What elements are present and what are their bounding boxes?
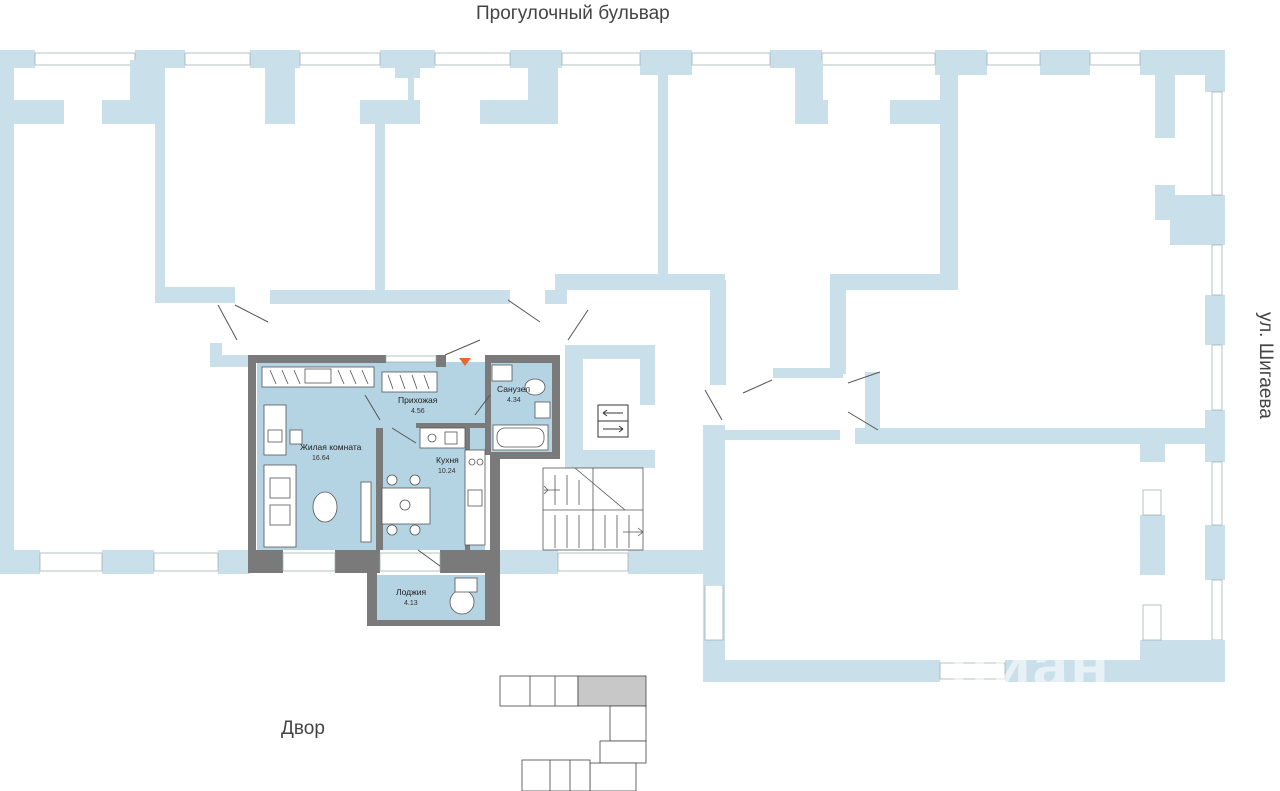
building-walls — [0, 50, 1225, 682]
common-doors — [217, 299, 881, 431]
yard-label: Двор — [281, 718, 325, 739]
room-area-bath: 4.34 — [507, 397, 521, 404]
furniture — [263, 364, 551, 615]
apartment-walls — [248, 355, 560, 626]
watermark-logo: циан — [950, 629, 1111, 701]
room-area-loggia: 4.13 — [404, 600, 418, 607]
street-label-top: Прогулочный бульвар — [476, 3, 670, 24]
entrance-marker-icon — [459, 358, 471, 366]
room-area-living: 16.64 — [312, 455, 330, 462]
street-label-right: ул. Шигаева — [1255, 312, 1276, 419]
staircase — [542, 467, 644, 551]
room-label-bath: Санузел — [497, 384, 530, 394]
elevator-icon — [597, 404, 629, 438]
wardrobes — [261, 366, 438, 393]
room-label-hall: Прихожая — [398, 395, 438, 405]
room-area-kitchen: 10.24 — [438, 468, 456, 475]
building-minimap-icon — [499, 675, 647, 791]
room-label-living: Жилая комната — [300, 442, 362, 452]
room-label-kitchen: Кухня — [436, 455, 459, 465]
room-labels: Жилая комната 16.64 Прихожая 4.56 Санузе… — [300, 384, 530, 607]
room-area-hall: 4.56 — [411, 408, 425, 415]
room-label-loggia: Лоджия — [396, 587, 427, 597]
